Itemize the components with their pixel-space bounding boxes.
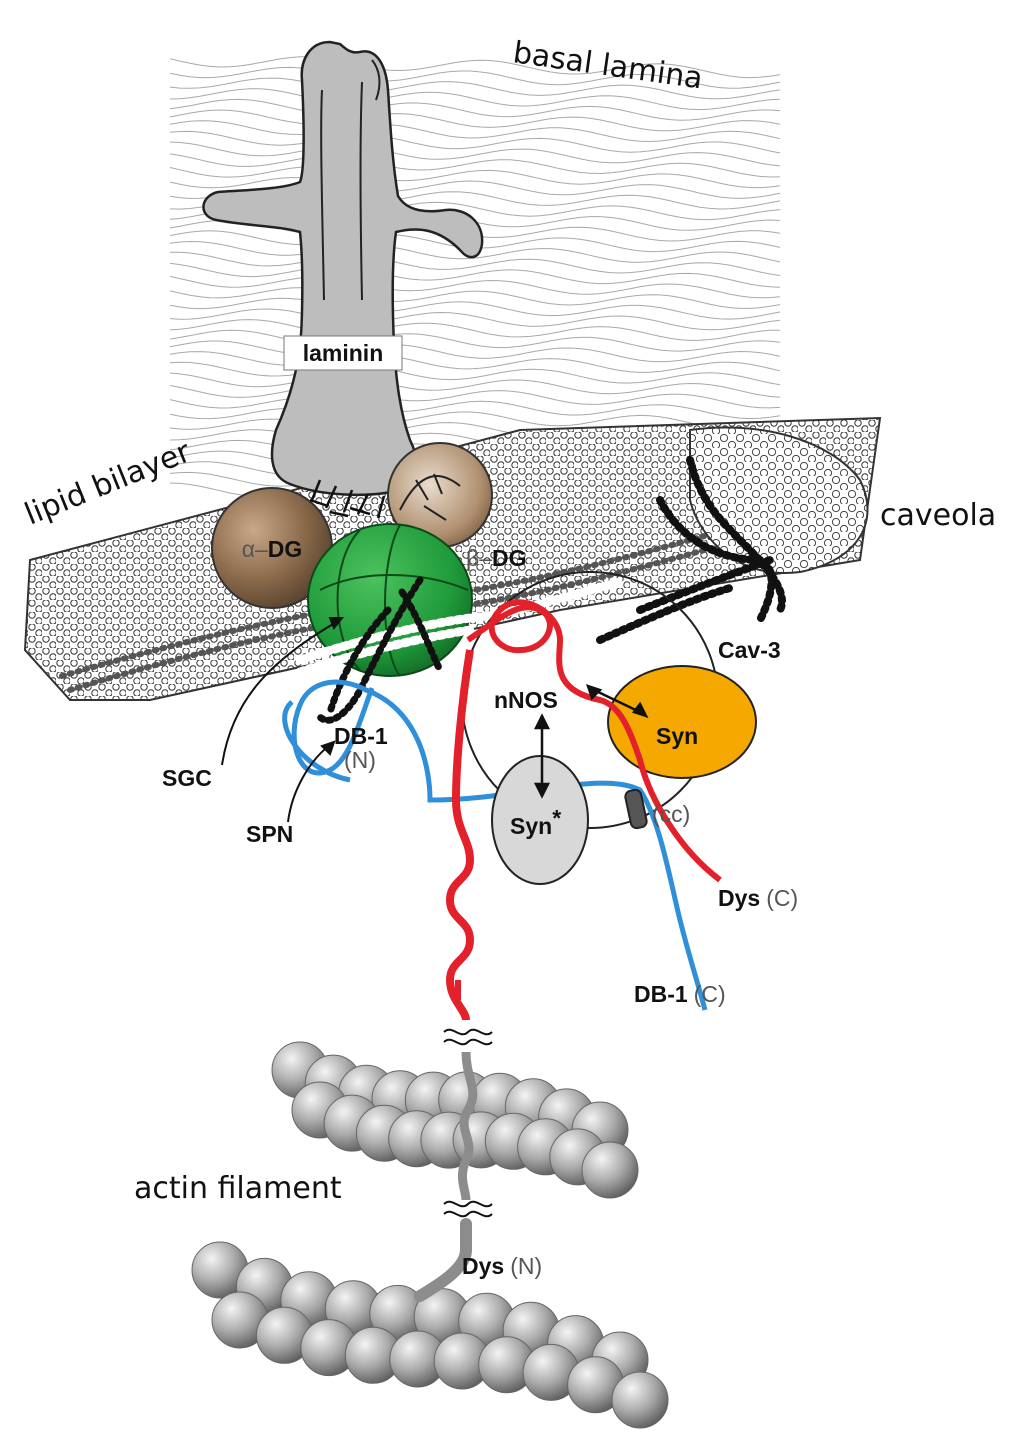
label-laminin: laminin	[303, 340, 384, 366]
syntrophin-star	[491, 755, 589, 885]
lamina-wave	[169, 240, 781, 263]
lamina-wave	[169, 77, 781, 100]
lamina-wave	[169, 109, 781, 132]
label-syn-star-mark: *	[552, 805, 561, 831]
label-cc: (cc)	[652, 801, 690, 827]
lamina-wave	[169, 372, 781, 398]
caveolin-strands	[596, 456, 786, 644]
break-marks	[443, 1028, 493, 1218]
lamina-wave	[169, 66, 781, 89]
label-caveola: caveola	[880, 498, 996, 533]
label-dys-n-text: Dys	[462, 1253, 504, 1279]
label-actin-filament: actin filament	[134, 1171, 342, 1206]
lamina-wave	[169, 141, 781, 167]
label-basal-lamina: basal lamina	[511, 35, 705, 96]
lamina-wave	[169, 120, 781, 143]
lamina-wave	[169, 88, 781, 111]
label-dys-n-suffix: (N)	[510, 1253, 542, 1279]
label-beta-dg-text: DG	[492, 545, 527, 571]
label-nnos: nNOS	[494, 687, 558, 713]
label-lipid-bilayer: lipid bilayer	[20, 434, 196, 532]
lamina-wave	[169, 361, 781, 386]
dystrophin-grey-strand	[457, 1051, 478, 1201]
lamina-wave	[170, 251, 781, 276]
laminin-molecule	[202, 40, 484, 497]
label-syn: Syn	[656, 723, 698, 749]
actin-filaments	[191, 1041, 669, 1429]
lamina-wave	[169, 262, 781, 288]
dystrobrevin-strand	[291, 679, 708, 1011]
label-db1-n-suffix: (N)	[344, 747, 376, 773]
label-db1-c-text: DB-1	[634, 981, 688, 1007]
label-db1-n: DB-1	[334, 723, 388, 749]
laminin-label-box	[283, 335, 403, 371]
lamina-wave	[169, 287, 781, 309]
label-dys-c-suffix: (C)	[766, 885, 798, 911]
syntrophin	[607, 665, 757, 779]
lamina-wave	[169, 308, 781, 331]
lamina-wave	[169, 153, 781, 178]
label-cav3: Cav-3	[718, 637, 781, 663]
lamina-wave	[169, 130, 781, 154]
lamina-wave	[169, 166, 781, 189]
label-dys-n: Dys(N)	[462, 1253, 542, 1279]
actin-bead	[611, 1371, 669, 1429]
sarcospan-strands	[314, 576, 444, 724]
label-db1-c-suffix: (C)	[694, 981, 726, 1007]
label-alpha-dg-greek: α–	[242, 536, 268, 562]
label-dys-c: Dys(C)	[718, 885, 798, 911]
actin-bead	[581, 1141, 639, 1199]
label-sgc: SGC	[162, 765, 212, 791]
dystrophin-strand	[466, 599, 722, 883]
lamina-wave	[169, 329, 781, 352]
lamina-wave	[169, 98, 781, 121]
lamina-wave	[169, 407, 781, 430]
label-alpha-dg-text: DG	[268, 536, 303, 562]
label-dys-c-text: Dys	[718, 885, 760, 911]
label-syn-star-text: Syn	[510, 813, 552, 839]
label-spn: SPN	[246, 821, 293, 847]
label-alpha-dg: α–DG	[242, 536, 303, 562]
lamina-wave	[169, 275, 781, 299]
label-beta-dg: β–DG	[466, 545, 527, 571]
lamina-wave	[169, 397, 781, 420]
glycan-hooks	[309, 479, 386, 519]
label-db1-c: DB-1(C)	[634, 981, 726, 1007]
lamina-wave	[169, 385, 781, 409]
label-beta-dg-greek: β–	[466, 545, 492, 571]
interaction-arrows	[533, 684, 649, 799]
lamina-wave	[169, 319, 781, 341]
coiled-coil-connector	[624, 788, 648, 830]
lamina-wave	[169, 351, 781, 373]
lamina-wave	[169, 177, 781, 199]
lamina-wave	[169, 297, 781, 320]
pointer-lines	[221, 617, 345, 823]
lamina-wave	[169, 56, 781, 79]
label-syn-star: Syn*	[510, 805, 561, 839]
lamina-wave	[169, 340, 781, 363]
